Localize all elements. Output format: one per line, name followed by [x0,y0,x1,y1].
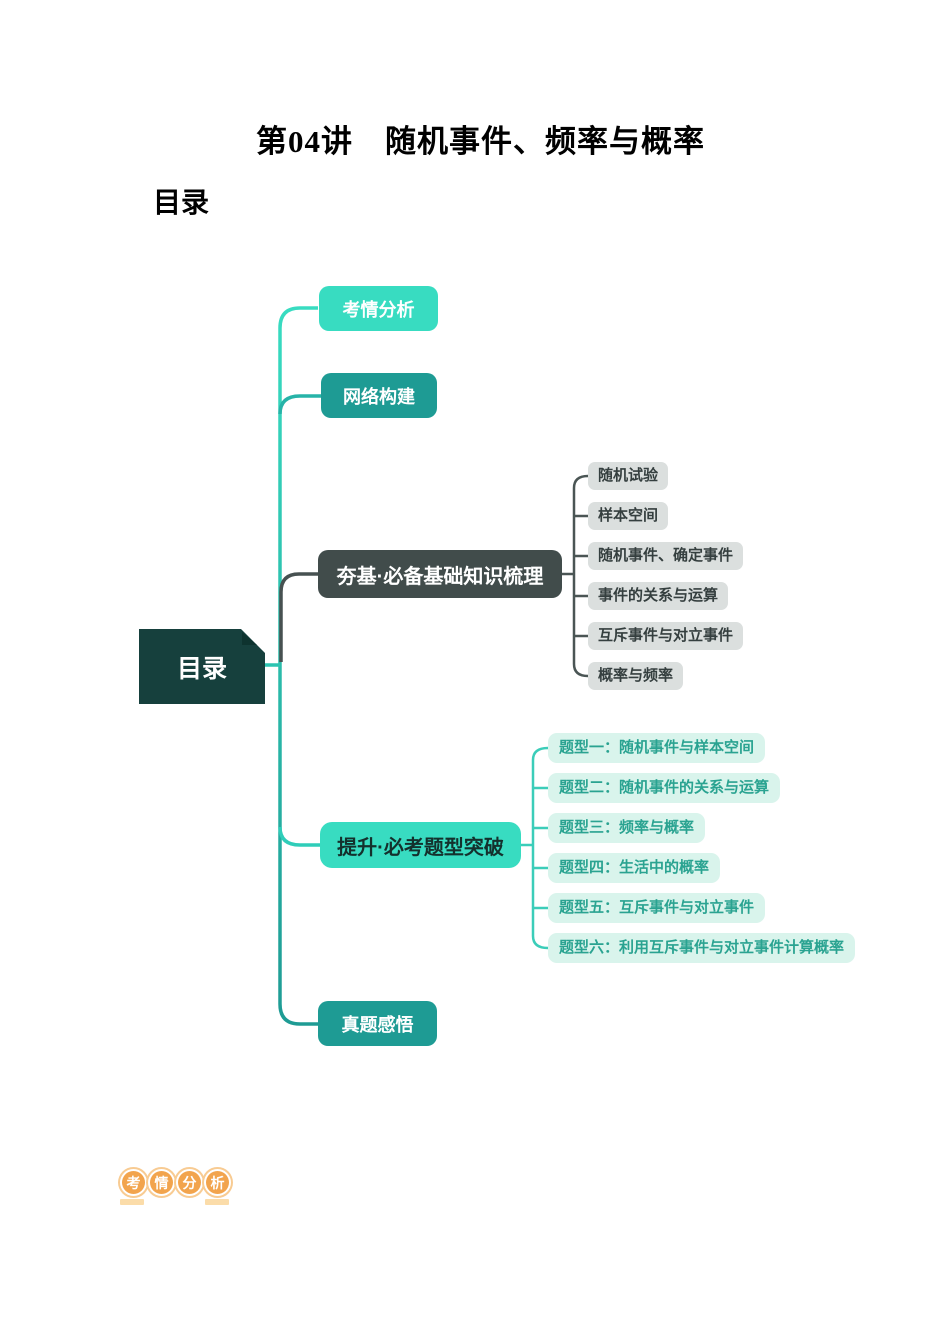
knowledge-item: 互斥事件与对立事件 [588,622,744,650]
badge-underline-right [205,1199,229,1205]
knowledge-item: 概率与频率 [588,662,684,690]
question-type-item: 题型三：频率与概率 [548,813,706,843]
branch-node-tisheng-tixing: 提升·必考题型突破 [320,822,521,868]
branch-node-zhenti-ganwu: 真题感悟 [318,1001,437,1046]
question-type-item: 题型一：随机事件与样本空间 [548,733,766,763]
section-badge-kaoqing-fenxi: 考 情 分 析 [118,1167,233,1198]
branch-line-tisheng [278,826,320,847]
hangji-children-lines [562,474,589,678]
branch-line-wangluo [278,394,321,415]
badge-char: 析 [206,1171,229,1194]
branch-node-hangji-jichu: 夯基·必备基础知识梳理 [318,550,562,598]
question-type-item: 题型五：互斥事件与对立事件 [548,893,766,923]
page-title: 第04讲 随机事件、频率与概率 [256,124,705,159]
spine-line [278,306,318,1026]
knowledge-item: 随机事件、确定事件 [588,542,744,570]
badge-char: 分 [178,1171,201,1194]
knowledge-item: 随机试验 [588,462,669,490]
question-type-item: 题型二：随机事件的关系与运算 [548,773,781,803]
knowledge-item: 事件的关系与运算 [588,582,729,610]
question-type-item: 题型四：生活中的概率 [548,853,721,883]
folded-corner-icon [242,632,257,645]
knowledge-item: 样本空间 [588,502,669,530]
question-type-item: 题型六：利用互斥事件与对立事件计算概率 [548,933,856,963]
badge-char: 考 [122,1171,145,1194]
badge-underline-left [120,1199,144,1205]
branch-line-hangji [279,572,318,662]
badge-coin-icon: 情 [146,1167,177,1198]
badge-coin-icon: 考 [118,1167,149,1198]
branch-node-kaoqing-fenxi: 考情分析 [319,286,438,331]
branch-node-wangluo-goujian: 网络构建 [321,373,437,418]
toc-heading: 目录 [153,188,210,219]
badge-coin-icon: 分 [174,1167,205,1198]
badge-char: 情 [150,1171,173,1194]
tisheng-children-lines [521,746,549,950]
badge-coin-icon: 析 [202,1167,233,1198]
